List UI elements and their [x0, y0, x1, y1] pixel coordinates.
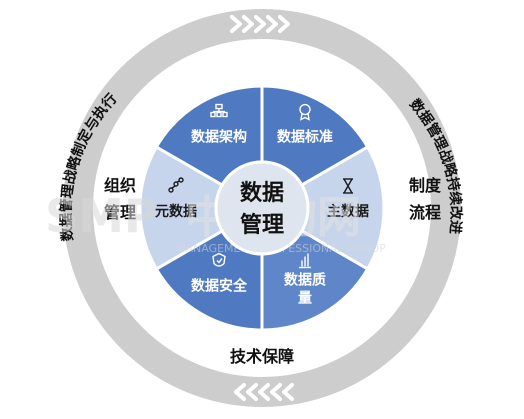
bar-chart-icon: [299, 253, 311, 269]
segment-label: 数据标准: [277, 129, 333, 146]
segment-label: 主数据: [327, 203, 369, 220]
hourglass-icon: [343, 178, 353, 194]
shield-icon: [212, 252, 226, 267]
segment-label-line1: 数据质: [284, 271, 326, 288]
network-nodes-icon: [168, 177, 184, 193]
bottom-label: 技术保障: [230, 347, 294, 366]
top-chevron-icon: [230, 15, 290, 33]
segment-label: 元数据: [155, 203, 197, 220]
segment-label: 数据架构: [191, 129, 247, 146]
left-box-line1: 组织: [104, 176, 136, 195]
segment-label: 数据安全: [191, 277, 248, 294]
right-box-line2: 流程: [409, 203, 441, 222]
segment-label-line2: 量: [298, 290, 312, 306]
bottom-chevron-icon: [234, 383, 294, 401]
watermark-logo: SMP: [45, 189, 158, 243]
org-chart-icon: [210, 103, 228, 118]
center-line1: 数据: [240, 180, 284, 206]
right-box-line1: 制度: [409, 176, 442, 195]
center-circle: [214, 160, 310, 256]
center-line2: 管理: [240, 212, 284, 238]
award-ribbon-icon: [299, 103, 311, 121]
left-box-line2: 管理: [104, 203, 136, 222]
